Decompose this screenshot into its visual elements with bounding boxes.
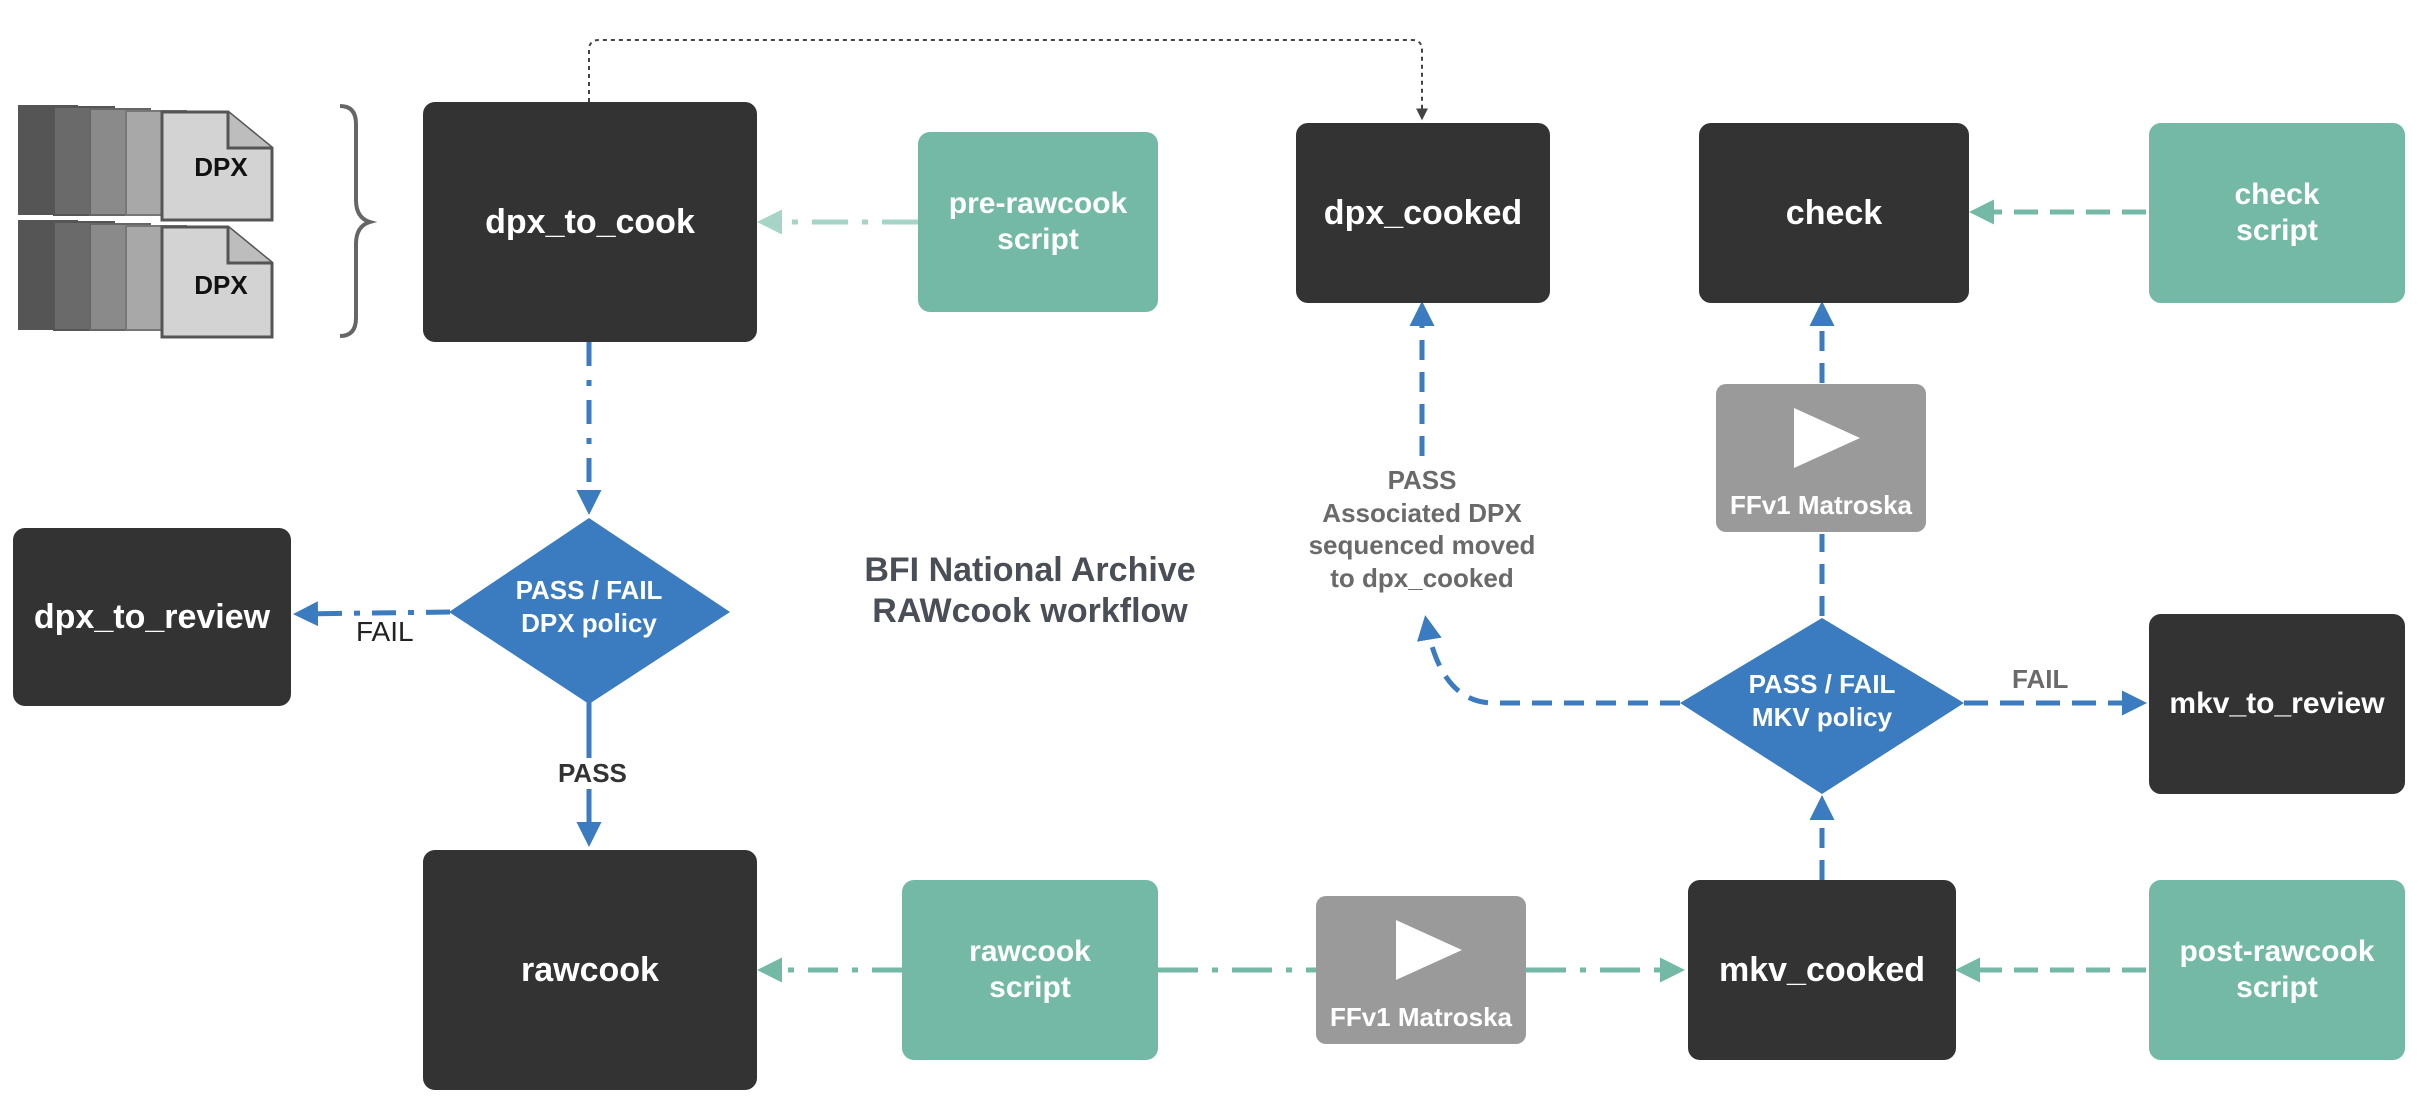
play-icon xyxy=(1794,408,1860,468)
ffv1-label-bottom: FFv1 Matroska xyxy=(1329,1002,1513,1032)
mkv-pass-line3: sequenced moved xyxy=(1308,530,1536,560)
stage-dpx-cooked: dpx_cooked xyxy=(1296,123,1550,303)
dpx-policy-label: PASS / FAIL DPX policy xyxy=(479,574,699,639)
script-pre-rawcook-line2: script xyxy=(997,223,1079,256)
script-rawcook-line2: script xyxy=(989,971,1071,1004)
connector-dpx-to-cook-to-dpx-cooked xyxy=(588,39,1428,121)
script-post-rawcook-line2: script xyxy=(2236,971,2318,1004)
mkv-policy-line2: MKV policy xyxy=(1751,701,1893,732)
ffv1-tile-bottom xyxy=(1316,896,1526,1044)
stage-dpx-to-cook: dpx_to_cook xyxy=(423,102,757,342)
ffv1-label-top: FFv1 Matroska xyxy=(1729,490,1913,520)
mkv-pass-line2: Associated DPX xyxy=(1322,497,1522,528)
mkv-pass-line1: PASS xyxy=(1387,465,1457,495)
play-icon xyxy=(1396,920,1462,980)
script-rawcook-line1: rawcook xyxy=(969,935,1091,968)
dpx-pass-label: PASS xyxy=(554,758,631,789)
mkv-policy-line1: PASS / FAIL xyxy=(1748,669,1896,699)
stage-mkv-cooked: mkv_cooked xyxy=(1688,880,1956,1060)
dpx-fail-label: FAIL xyxy=(356,616,414,647)
mkv-fail-label: FAIL xyxy=(2012,664,2069,694)
dpx-policy-line2: DPX policy xyxy=(521,607,657,638)
dpx-policy-diamond xyxy=(449,518,730,704)
mkv-policy-label: PASS / FAIL MKV policy xyxy=(1712,668,1932,733)
script-check-line2: script xyxy=(2236,214,2318,247)
mkv-policy-diamond xyxy=(1680,618,1964,794)
diagram-title-line1: BFI National Archive xyxy=(864,551,1196,589)
mkv-pass-line4: to dpx_cooked xyxy=(1330,562,1514,593)
mkv-pass-note: PASS Associated DPX sequenced moved to d… xyxy=(1272,464,1572,594)
connector-dpx-fail xyxy=(293,601,451,627)
script-post-rawcook-line1: post-rawcook xyxy=(2179,935,2375,968)
dpx-label-top: DPX xyxy=(194,152,248,182)
script-pre-rawcook-line1: pre-rawcook xyxy=(948,187,1128,220)
dpx-label-bottom: DPX xyxy=(194,270,248,300)
stage-rawcook: rawcook xyxy=(423,850,757,1090)
stage-check: check xyxy=(1699,123,1969,303)
dpx-policy-line1: PASS / FAIL xyxy=(515,575,663,605)
script-check-line1: check xyxy=(2234,178,2320,211)
connector-mkv-pass-curve xyxy=(1417,615,1680,706)
stage-dpx-to-review: dpx_to_review xyxy=(13,528,291,706)
dpx-file-stack-icon xyxy=(18,105,274,339)
diagram-title-line2: RAWcook workflow xyxy=(872,591,1188,630)
ffv1-tile-top xyxy=(1716,384,1926,532)
curly-brace xyxy=(339,104,378,338)
diagram-title: BFI National Archive RAWcook workflow xyxy=(830,550,1230,632)
stage-mkv-to-review: mkv_to_review xyxy=(2149,614,2405,794)
